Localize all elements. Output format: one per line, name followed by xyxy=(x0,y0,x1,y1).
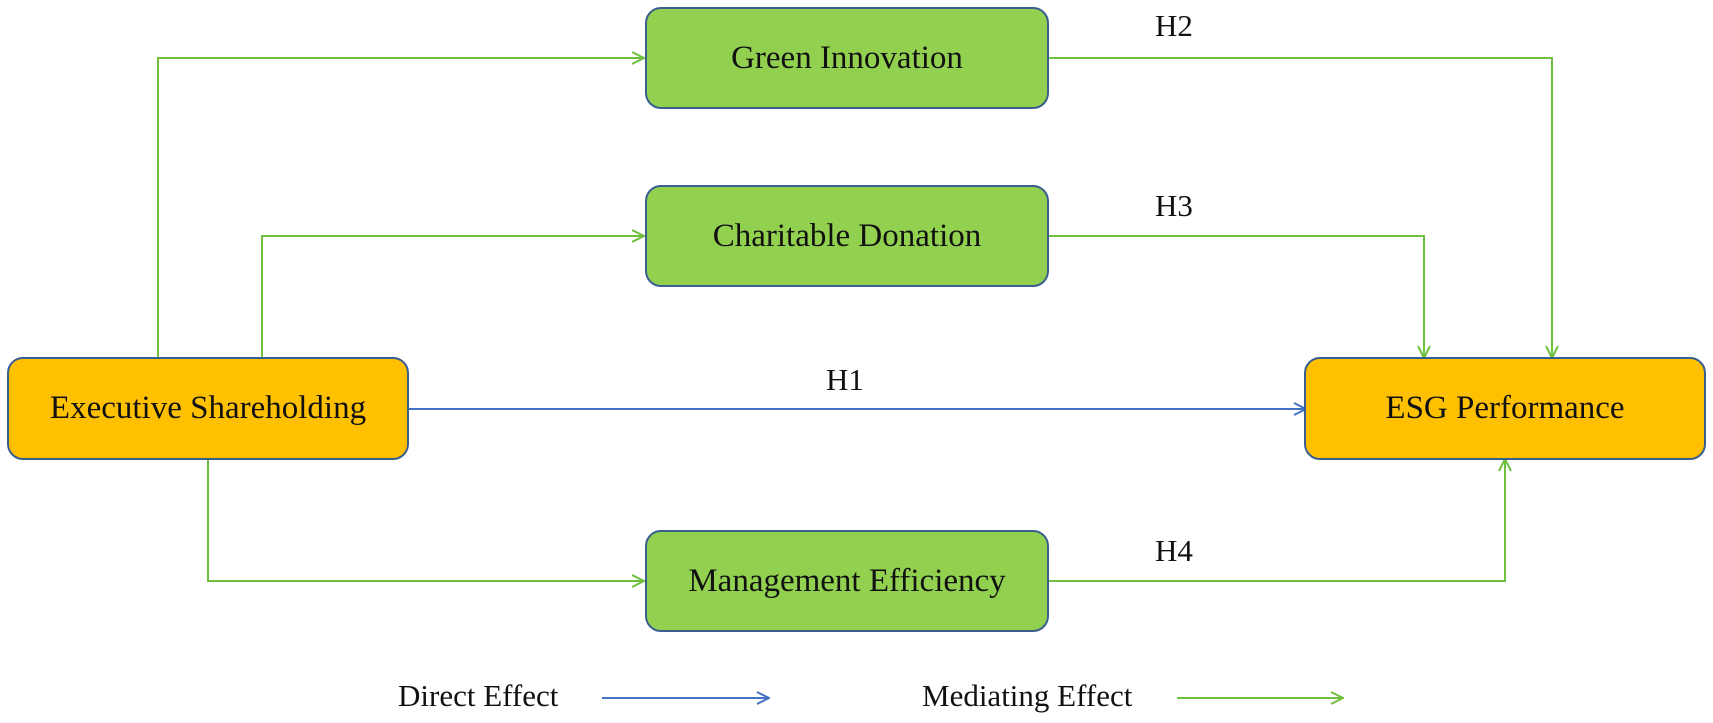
path-h3-charitable-donation-to-esg xyxy=(1047,235,1424,357)
hypothesis-h4-label: H4 xyxy=(1155,533,1193,568)
node-charitable-donation: Charitable Donation xyxy=(645,185,1049,287)
node-green-innovation: Green Innovation xyxy=(645,7,1049,109)
path-h4-management-efficiency-to-esg xyxy=(1047,460,1505,582)
node-executive-shareholding: Executive Shareholding xyxy=(7,357,409,460)
node-esg-performance: ESG Performance xyxy=(1304,357,1706,460)
hypothesis-h2-label: H2 xyxy=(1155,8,1193,43)
node-management-efficiency-label: Management Efficiency xyxy=(688,562,1006,599)
node-executive-shareholding-label: Executive Shareholding xyxy=(49,390,367,426)
hypothesis-h3-label: H3 xyxy=(1155,188,1193,223)
legend-mediating-label: Mediating Effect xyxy=(922,678,1133,713)
path-exec-to-management-efficiency xyxy=(207,460,643,581)
path-exec-to-green-innovation xyxy=(157,58,643,357)
path-h2-green-innovation-to-esg xyxy=(1047,57,1552,357)
node-esg-performance-label: ESG Performance xyxy=(1385,390,1625,426)
legend-direct-label: Direct Effect xyxy=(398,678,559,713)
node-green-innovation-label: Green Innovation xyxy=(731,39,963,76)
hypothesis-h1-label: H1 xyxy=(826,362,864,397)
node-management-efficiency: Management Efficiency xyxy=(645,530,1049,632)
path-exec-to-charitable-donation xyxy=(261,236,643,357)
node-charitable-donation-label: Charitable Donation xyxy=(712,217,982,254)
